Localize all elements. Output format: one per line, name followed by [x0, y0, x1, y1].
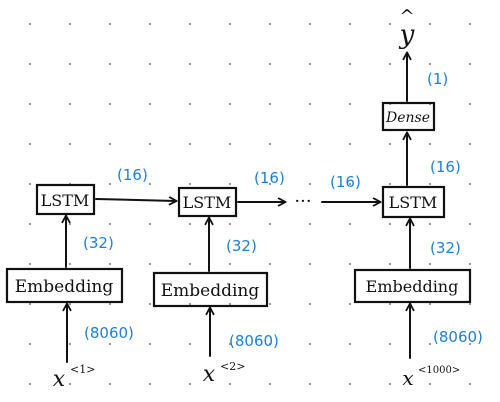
- embedding-label-2: Embedding: [161, 281, 260, 301]
- dim-embed-1: (32): [83, 234, 114, 252]
- dim-embed-2: (32): [226, 237, 257, 255]
- input-x-1-superscript: <1>: [70, 363, 95, 376]
- embedding-box-n: Embedding: [353, 268, 472, 304]
- dim-embed-n: (32): [430, 239, 461, 257]
- input-x-1: x: [53, 367, 66, 392]
- embedding-label-1: Embedding: [15, 277, 114, 297]
- dense-label: Dense: [385, 110, 430, 126]
- lstm-box-2: LSTM: [177, 186, 238, 218]
- output-hat-symbol: ^: [399, 6, 414, 27]
- dim-input-2: (8060): [229, 332, 279, 350]
- lstm-box-1: LSTM: [35, 183, 96, 216]
- input-x-2: x: [203, 362, 216, 387]
- arrow-lstm-1-to-lstm-2: [95, 199, 176, 201]
- dim-hidden-n: (16): [430, 158, 461, 176]
- dim-hidden-1: (16): [117, 166, 148, 184]
- output-y-symbol: y: [399, 20, 415, 50]
- dim-output: (1): [427, 70, 448, 88]
- lstm-box-n: LSTM: [381, 185, 446, 219]
- dim-input-n: (8060): [433, 328, 483, 346]
- dim-input-1: (8060): [84, 324, 134, 342]
- dim-hidden-3: (16): [330, 173, 361, 191]
- embedding-box-1: Embedding: [5, 267, 124, 304]
- embedding-label-n: Embedding: [366, 277, 459, 296]
- input-x-n: x: [402, 366, 413, 390]
- input-x-n-superscript: <1000>: [418, 365, 460, 376]
- timestep-ellipsis: ···: [294, 191, 311, 212]
- dim-hidden-2: (16): [254, 169, 285, 187]
- embedding-box-2: Embedding: [152, 271, 269, 308]
- lstm-label-1: LSTM: [41, 191, 90, 210]
- input-x-2-superscript: <2>: [220, 360, 245, 373]
- lstm-label-n: LSTM: [389, 193, 438, 212]
- lstm-label-2: LSTM: [183, 193, 232, 212]
- dense-box: Dense: [381, 101, 436, 132]
